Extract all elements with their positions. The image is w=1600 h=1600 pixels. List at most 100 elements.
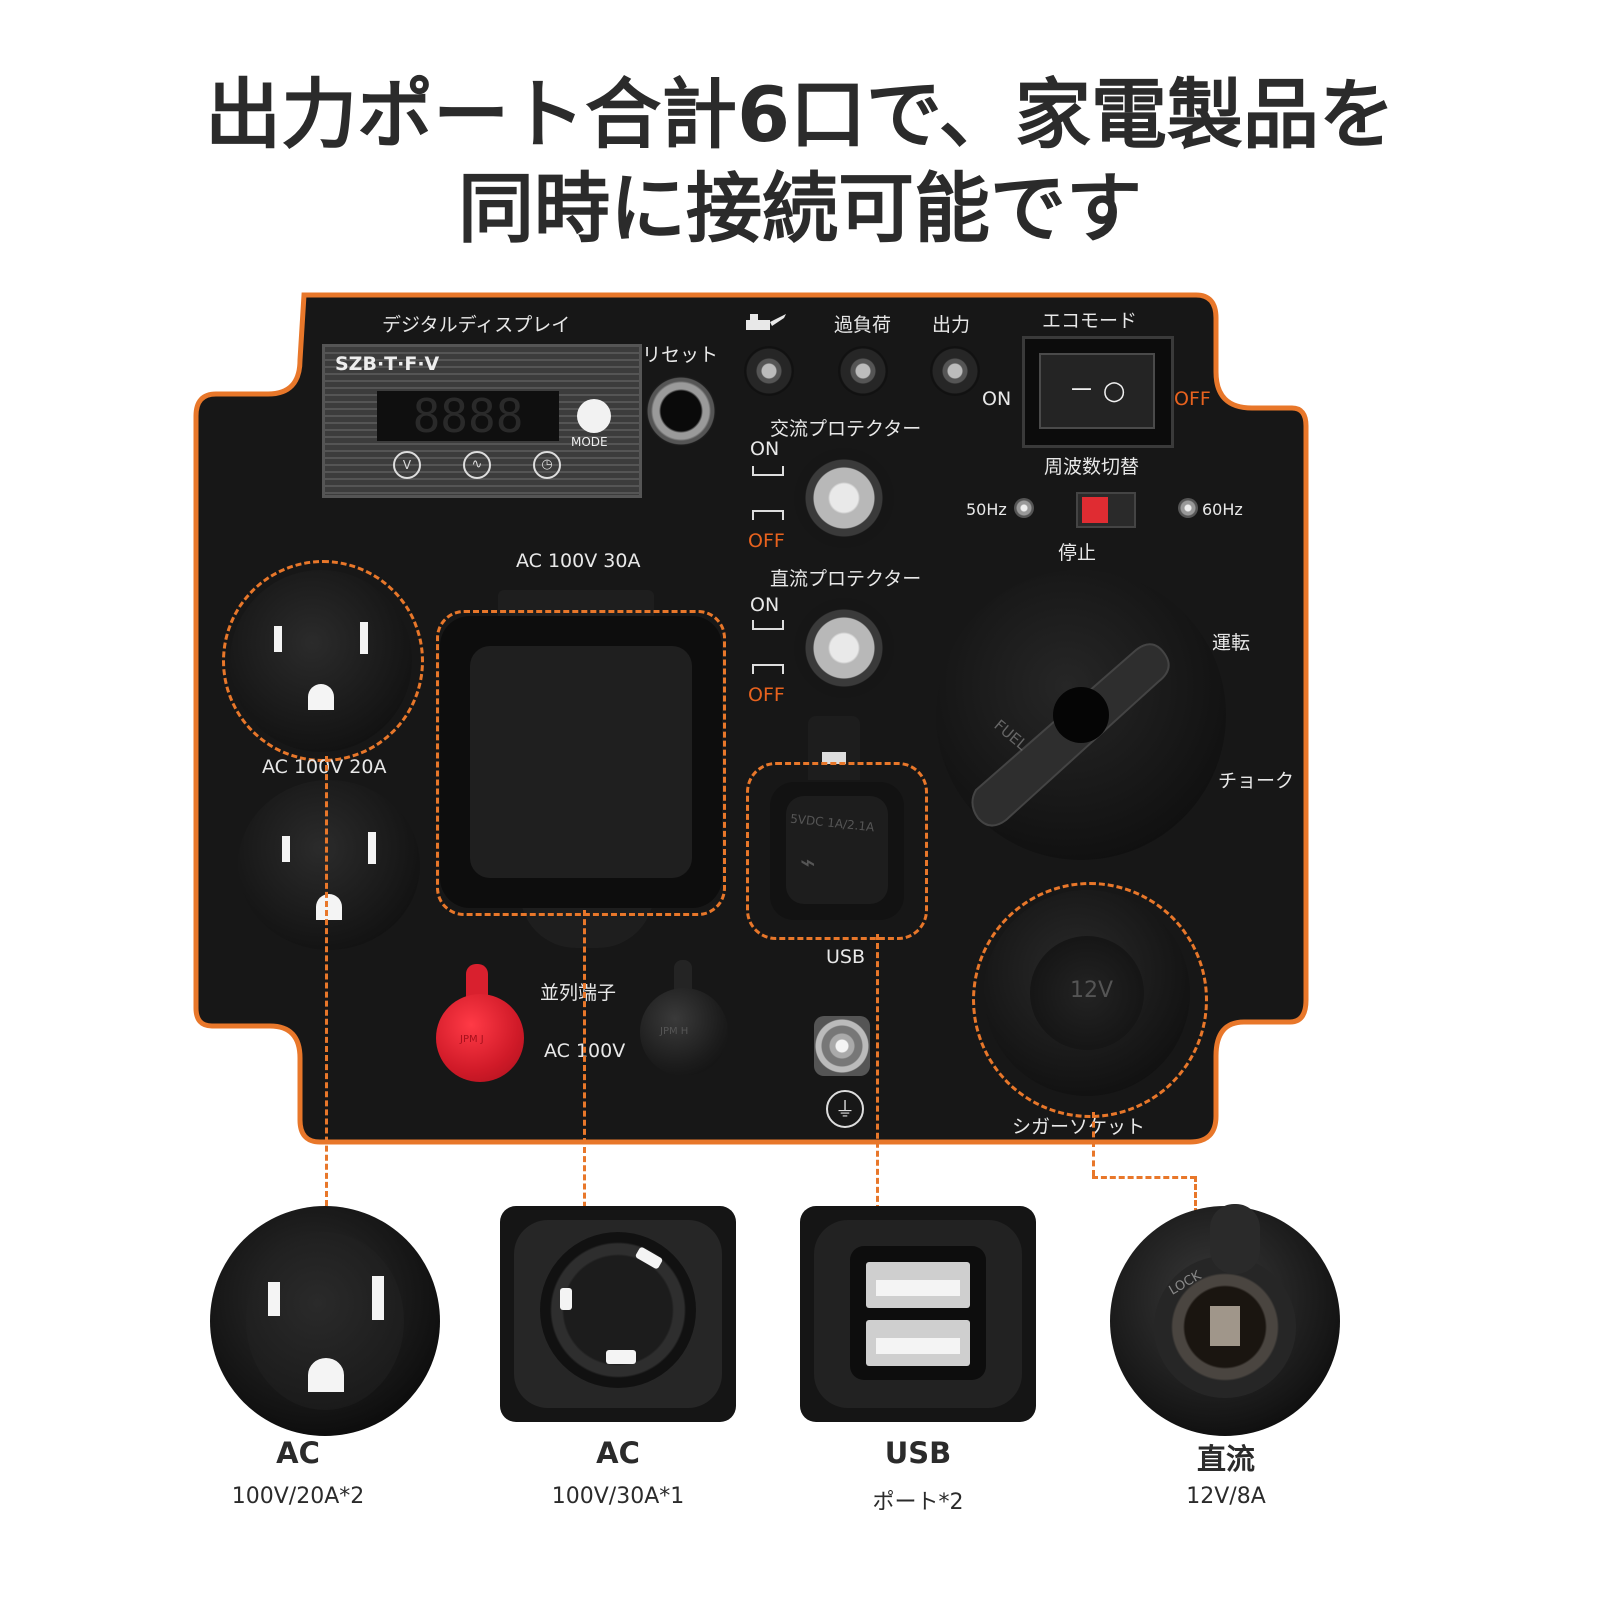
voltage-icon[interactable]: V bbox=[393, 451, 421, 479]
cigar-socket-cap[interactable] bbox=[1030, 936, 1144, 1050]
thumb-ac30 bbox=[500, 1206, 736, 1422]
on-position-icon bbox=[752, 620, 784, 630]
cigar-leader-line-drop bbox=[1194, 1176, 1197, 1222]
headline: 出力ポート合計6口で、家電製品を 同時に接続可能です bbox=[0, 68, 1600, 256]
callout-subtitle-ac20: 100V/20A*2 bbox=[231, 1484, 365, 1509]
red-cap-body bbox=[436, 994, 524, 1082]
ac20-outlet-2[interactable] bbox=[238, 780, 420, 950]
outlet-slot bbox=[282, 836, 290, 862]
overload-lamp bbox=[838, 346, 888, 396]
callout-title-ac20: AC bbox=[276, 1436, 320, 1470]
usb-port-2 bbox=[866, 1320, 970, 1366]
usb-cover-face bbox=[786, 796, 888, 904]
off-position-icon bbox=[752, 510, 784, 520]
eco-switch-rocker[interactable]: － ○ bbox=[1039, 353, 1155, 429]
digital-display: SZB·T·F·V 8888 MODE V ∿ ◷ bbox=[322, 344, 642, 498]
callout-title-usb: USB bbox=[884, 1436, 952, 1470]
freq-50-label: 50Hz bbox=[966, 500, 1007, 519]
stop-label: 停止 bbox=[1058, 542, 1097, 564]
outlet-slot bbox=[368, 832, 376, 864]
frequency-switch-slider[interactable] bbox=[1082, 497, 1108, 523]
eco-mode-label: エコモード bbox=[1042, 310, 1138, 332]
callout-subtitle-dc: 12V/8A bbox=[1186, 1484, 1266, 1509]
thumb-usb bbox=[800, 1206, 1036, 1422]
run-label: 運転 bbox=[1212, 632, 1251, 654]
ac20-leader-line bbox=[325, 756, 328, 1206]
outlet-ground-hole bbox=[316, 894, 342, 920]
twistlock-slot bbox=[606, 1350, 636, 1364]
callout-title-ac30: AC bbox=[596, 1436, 640, 1470]
outlet-slot bbox=[372, 1276, 384, 1320]
screw-icon bbox=[1178, 498, 1198, 518]
frequency-label: 周波数切替 bbox=[1044, 456, 1140, 478]
red-cap-tab bbox=[466, 964, 488, 1000]
cigar-leader-line-across bbox=[1092, 1176, 1196, 1179]
ac30-cover-hinge bbox=[498, 590, 654, 620]
ac-protector-button[interactable] bbox=[794, 448, 894, 548]
usb-callout-box bbox=[746, 762, 928, 940]
choke-label: チョーク bbox=[1218, 770, 1295, 792]
cigar-socket[interactable]: 12V bbox=[984, 890, 1190, 1096]
black-cap-body bbox=[640, 988, 728, 1076]
eco-off-label: OFF bbox=[1174, 388, 1211, 410]
output-lamp bbox=[930, 346, 980, 396]
outlet-slot bbox=[274, 626, 282, 652]
usb-cover[interactable]: 5VDC 1A/2.1A ⌁ bbox=[770, 782, 904, 920]
ac30-cover[interactable] bbox=[440, 616, 722, 908]
ac20-callout-ring bbox=[222, 560, 424, 762]
outlet-ground-hole bbox=[308, 684, 334, 710]
thumb-cigar-cap bbox=[1210, 1204, 1260, 1274]
mode-button[interactable] bbox=[577, 399, 611, 433]
display-digits: 8888 bbox=[377, 391, 559, 441]
reset-label: リセット bbox=[642, 344, 719, 366]
parallel-terminal-black-cap[interactable]: JPM H bbox=[640, 960, 728, 1076]
engine-switch-knob[interactable]: FUEL bbox=[936, 570, 1226, 860]
cigar-label: シガーソケット bbox=[1012, 1116, 1146, 1138]
headline-line-2: 同時に接続可能です bbox=[458, 164, 1142, 253]
reset-button[interactable] bbox=[646, 376, 716, 446]
dc-protector-off-label: OFF bbox=[748, 684, 785, 706]
usb-icon: ⌁ bbox=[800, 848, 816, 878]
callout-subtitle-ac30: 100V/30A*1 bbox=[551, 1484, 685, 1509]
thumb-cigar: LOCK bbox=[1110, 1204, 1340, 1436]
display-model: SZB·T·F·V bbox=[335, 353, 440, 375]
cigar-text: 12V bbox=[1070, 978, 1114, 1003]
oil-can-icon bbox=[746, 314, 786, 330]
frequency-icon[interactable]: ∿ bbox=[463, 451, 491, 479]
thumb-ac20 bbox=[210, 1206, 440, 1436]
frequency-switch[interactable] bbox=[1076, 492, 1136, 528]
twistlock-slot bbox=[634, 1246, 664, 1270]
ac30-leader-line bbox=[583, 910, 586, 1226]
ground-terminal[interactable] bbox=[814, 1016, 870, 1076]
usb-port-tongue bbox=[876, 1338, 960, 1354]
oil-warning-lamp bbox=[744, 346, 794, 396]
ac20-label: AC 100V 20A bbox=[262, 756, 387, 778]
usb-strap-hole bbox=[822, 752, 846, 764]
ac30-callout-box bbox=[436, 610, 726, 916]
mode-label: MODE bbox=[571, 435, 608, 449]
dc-protector-on-label: ON bbox=[750, 594, 780, 616]
callout-title-dc: 直流 bbox=[1196, 1442, 1256, 1476]
ac-protector-on-label: ON bbox=[750, 438, 780, 460]
usb-port-1 bbox=[866, 1262, 970, 1308]
red-cap-text: JPM J bbox=[460, 1034, 484, 1045]
usb-label: USB bbox=[826, 946, 866, 968]
outlet-ground-hole bbox=[308, 1358, 344, 1392]
dc-protector-button[interactable] bbox=[794, 598, 894, 698]
ac20-outlet-1[interactable] bbox=[230, 570, 412, 752]
cigar-contact bbox=[1210, 1306, 1240, 1346]
parallel-label: 並列端子 bbox=[540, 982, 617, 1004]
callout-subtitle-usb: ポート*2 bbox=[872, 1490, 964, 1515]
eco-on-label: ON bbox=[982, 388, 1012, 410]
twistlock-slot bbox=[560, 1288, 572, 1310]
dc-protector-label: 直流プロテクター bbox=[770, 568, 922, 590]
ac30-label: AC 100V 30A bbox=[516, 550, 641, 572]
eco-mode-switch[interactable]: － ○ bbox=[1022, 336, 1174, 448]
outlet-slot bbox=[360, 622, 368, 654]
headline-line-1: 出力ポート合計6口で、家電製品を bbox=[205, 70, 1395, 159]
thumb-cigar-bore bbox=[1154, 1256, 1296, 1398]
indicator-overload-label: 過負荷 bbox=[834, 314, 892, 336]
ac30-cover-face bbox=[470, 646, 692, 878]
clock-icon[interactable]: ◷ bbox=[533, 451, 561, 479]
parallel-terminal-red-cap[interactable]: JPM J bbox=[436, 964, 524, 1088]
